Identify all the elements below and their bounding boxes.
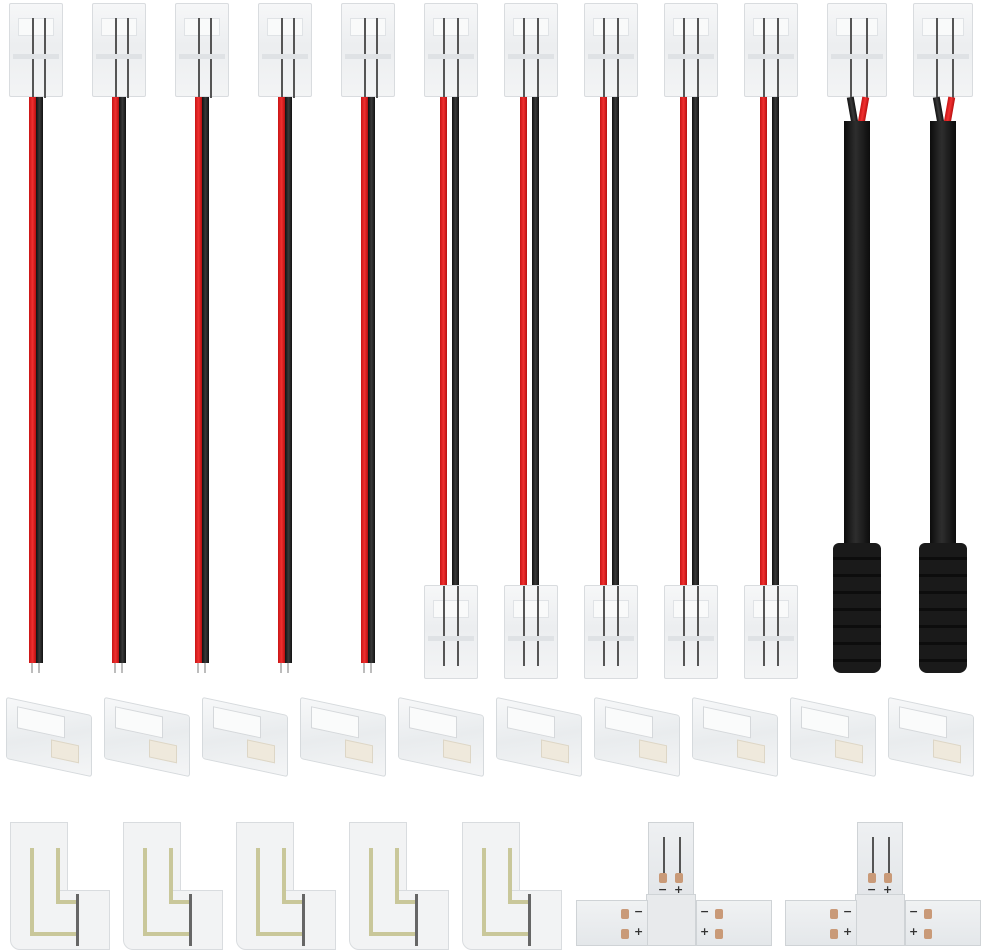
single-clip-pigtail-1 xyxy=(9,3,63,673)
strip-connector-8 xyxy=(692,696,778,778)
single-clip-pigtail-5 xyxy=(341,3,395,673)
black-wire xyxy=(368,97,375,663)
black-cable-jacket xyxy=(930,121,956,551)
strip-connector-10 xyxy=(888,696,974,778)
dc-female-jack xyxy=(919,543,967,673)
red-wire xyxy=(195,97,202,663)
l-connector-1 xyxy=(10,822,110,950)
clear-clip-connector xyxy=(341,3,395,98)
red-wire xyxy=(29,97,36,663)
clear-clip-connector-top xyxy=(664,3,718,98)
black-wire xyxy=(452,97,459,587)
black-wire xyxy=(932,96,945,124)
polarity-plus-label: + xyxy=(634,925,644,938)
red-wire xyxy=(943,96,956,124)
red-wire xyxy=(680,97,687,587)
black-wire xyxy=(846,96,859,124)
black-wire xyxy=(202,97,209,663)
double-clip-jumper-4 xyxy=(664,3,718,683)
clear-clip-connector-top xyxy=(584,3,638,98)
t-connector-1: − + − + − + xyxy=(576,822,772,946)
black-wire xyxy=(532,97,539,587)
strip-connector-7 xyxy=(594,696,680,778)
clear-clip-connector-bottom xyxy=(744,585,798,679)
polarity-plus-label: + xyxy=(700,925,710,938)
dc-female-jack xyxy=(833,543,881,673)
polarity-plus-label: + xyxy=(883,883,893,896)
clear-clip-connector-top xyxy=(744,3,798,98)
black-wire xyxy=(692,97,699,587)
l-connector-2 xyxy=(123,822,223,950)
black-wire xyxy=(36,97,43,663)
l-connector-4 xyxy=(349,822,449,950)
clear-clip-connector xyxy=(92,3,146,98)
clear-clip-connector xyxy=(913,3,973,98)
dc-female-pigtail-1 xyxy=(827,3,887,683)
black-wire xyxy=(119,97,126,663)
double-clip-jumper-5 xyxy=(744,3,798,683)
black-wire xyxy=(612,97,619,587)
red-wire xyxy=(440,97,447,587)
polarity-minus-label: − xyxy=(909,905,919,918)
red-wire xyxy=(600,97,607,587)
clear-clip-connector xyxy=(827,3,887,98)
single-clip-pigtail-3 xyxy=(175,3,229,673)
polarity-minus-label: − xyxy=(658,883,668,896)
polarity-plus-label: + xyxy=(674,883,684,896)
l-connector-3 xyxy=(236,822,336,950)
clear-clip-connector-top xyxy=(504,3,558,98)
black-cable-jacket xyxy=(844,121,870,551)
single-clip-pigtail-4 xyxy=(258,3,312,673)
black-wire xyxy=(772,97,779,587)
clear-clip-connector-bottom xyxy=(424,585,478,679)
clear-clip-connector-bottom xyxy=(664,585,718,679)
clear-clip-connector-top xyxy=(424,3,478,98)
clear-clip-connector-bottom xyxy=(584,585,638,679)
single-clip-pigtail-2 xyxy=(92,3,146,673)
red-wire xyxy=(857,96,870,124)
red-wire xyxy=(520,97,527,587)
polarity-plus-label: + xyxy=(843,925,853,938)
double-clip-jumper-1 xyxy=(424,3,478,683)
clear-clip-connector-bottom xyxy=(504,585,558,679)
double-clip-jumper-3 xyxy=(584,3,638,683)
polarity-minus-label: − xyxy=(843,905,853,918)
polarity-minus-label: − xyxy=(867,883,877,896)
strip-connector-4 xyxy=(300,696,386,778)
double-clip-jumper-2 xyxy=(504,3,558,683)
strip-connector-3 xyxy=(202,696,288,778)
clear-clip-connector xyxy=(9,3,63,98)
l-connector-5 xyxy=(462,822,562,950)
red-wire xyxy=(278,97,285,663)
dc-female-pigtail-2 xyxy=(913,3,973,683)
strip-connector-1 xyxy=(6,696,92,778)
clear-clip-connector xyxy=(258,3,312,98)
red-wire xyxy=(112,97,119,663)
black-wire xyxy=(285,97,292,663)
red-wire xyxy=(760,97,767,587)
polarity-minus-label: − xyxy=(700,905,710,918)
polarity-minus-label: − xyxy=(634,905,644,918)
strip-connector-9 xyxy=(790,696,876,778)
t-connector-2: − + − + − + xyxy=(785,822,981,946)
strip-connector-6 xyxy=(496,696,582,778)
clear-clip-connector xyxy=(175,3,229,98)
polarity-plus-label: + xyxy=(909,925,919,938)
red-wire xyxy=(361,97,368,663)
strip-connector-2 xyxy=(104,696,190,778)
strip-connector-5 xyxy=(398,696,484,778)
